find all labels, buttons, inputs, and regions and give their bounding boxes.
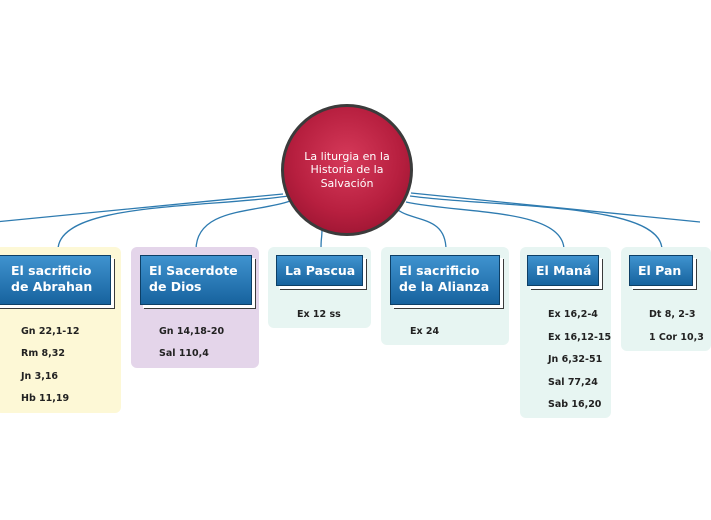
branch-5-subtopic[interactable]: Sal 77,24 bbox=[548, 377, 598, 388]
connector-left-offscreen bbox=[0, 193, 284, 223]
branch-1-subtopic[interactable]: Jn 3,16 bbox=[21, 371, 59, 382]
branch-3-subtopic[interactable]: Ex 12 ss bbox=[297, 309, 341, 320]
branch-5-topic[interactable]: El Maná bbox=[527, 255, 599, 286]
branch-2-topic[interactable]: El Sacerdote de Dios bbox=[140, 255, 252, 305]
branch-6-topic[interactable]: El Pan bbox=[629, 255, 693, 286]
connector-right-offscreen bbox=[410, 192, 701, 223]
branch-5-subtopic[interactable]: Ex 16,12-15 bbox=[548, 332, 612, 343]
branch-5-subtopic[interactable]: Ex 16,2-4 bbox=[548, 309, 598, 320]
branch-1-connector bbox=[57, 195, 289, 251]
branch-5-subtopic[interactable]: Jn 6,32-51 bbox=[548, 354, 603, 365]
branch-6-subtopic[interactable]: 1 Cor 10,3 bbox=[649, 332, 704, 343]
branch-4-connector bbox=[397, 209, 447, 251]
branch-3-topic[interactable]: La Pascua bbox=[276, 255, 363, 286]
branch-1-subtopic[interactable]: Rm 8,32 bbox=[21, 348, 65, 359]
central-topic-label: La liturgia en la Historia de la Salvaci… bbox=[304, 149, 390, 190]
branch-5-connector bbox=[405, 201, 565, 251]
branch-6-connector bbox=[409, 195, 663, 251]
branch-2-subtopic[interactable]: Gn 14,18-20 bbox=[159, 326, 225, 337]
branch-6-subtopic[interactable]: Dt 8, 2-3 bbox=[649, 309, 696, 320]
central-topic[interactable]: La liturgia en la Historia de la Salvaci… bbox=[281, 104, 413, 236]
branch-5-subtopic[interactable]: Sab 16,20 bbox=[548, 399, 602, 410]
branch-2-subtopic[interactable]: Sal 110,4 bbox=[159, 348, 209, 359]
branch-4-subtopic[interactable]: Ex 24 bbox=[410, 326, 440, 337]
branch-2-connector bbox=[195, 200, 291, 251]
branch-4-topic[interactable]: El sacrificio de la Alianza bbox=[390, 255, 500, 305]
branch-1-subtopic[interactable]: Gn 22,1-12 bbox=[21, 326, 80, 337]
branch-1-topic[interactable]: El sacrificio de Abrahan bbox=[0, 255, 111, 305]
branch-1-subtopic[interactable]: Hb 11,19 bbox=[21, 393, 70, 404]
